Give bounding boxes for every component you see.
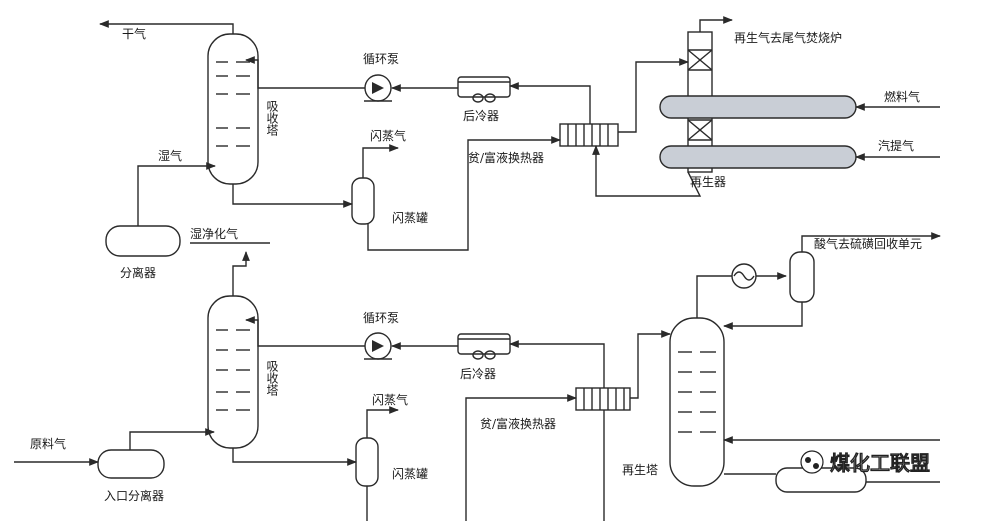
regenerator	[659, 31, 857, 173]
after-cooler-bottom	[457, 333, 511, 360]
stripping-gas-label: 汽提气	[878, 138, 914, 153]
watermark-text: 煤化工联盟	[830, 451, 930, 475]
pump-bottom-label: 循环泵	[363, 311, 399, 325]
wet-clean-gas-label: 湿净化气	[190, 226, 238, 241]
wet-gas-label: 湿气	[158, 148, 182, 163]
flash-tank-bottom	[355, 437, 379, 487]
absorber-bottom	[207, 295, 259, 449]
lean-rich-exchanger-bottom	[575, 387, 631, 411]
regenerator-label: 再生器	[690, 175, 726, 189]
dry-gas-label: 干气	[122, 26, 146, 41]
absorber-top-label: 吸收塔	[265, 100, 279, 137]
circulation-pump-top	[364, 74, 392, 102]
watermark-logo	[800, 450, 824, 474]
regeneration-tower	[669, 317, 725, 487]
absorber-bottom-label: 吸收塔	[265, 360, 279, 397]
flash-tank-top	[351, 177, 375, 225]
flash-tank-bottom-label: 闪蒸罐	[392, 467, 428, 481]
fuel-gas-label: 燃料气	[884, 89, 920, 104]
cooler-bottom-label: 后冷器	[460, 367, 496, 381]
exchanger-top-label: 贫/富液换热器	[468, 150, 544, 165]
feed-gas-label: 原料气	[30, 436, 66, 451]
flash-gas-bottom-label: 闪蒸气	[372, 392, 408, 407]
reflux-drum	[789, 251, 815, 303]
flash-tank-top-label: 闪蒸罐	[392, 211, 428, 225]
inlet-separator	[97, 449, 165, 479]
separator-label: 分离器	[120, 265, 156, 280]
circulation-pump-bottom	[364, 332, 392, 360]
flash-gas-top-label: 闪蒸气	[370, 128, 406, 143]
cooler-top-label: 后冷器	[463, 109, 499, 123]
separator	[105, 225, 181, 257]
regen-out-label: 再生气去尾气焚烧炉	[734, 30, 842, 45]
after-cooler-top	[457, 76, 511, 103]
regen-tower-label: 再生塔	[622, 463, 658, 477]
exchanger-bottom-label: 贫/富液换热器	[480, 416, 556, 431]
pump-top-label: 循环泵	[363, 52, 399, 66]
inlet-separator-label: 入口分离器	[104, 488, 164, 503]
lean-rich-exchanger-top	[559, 123, 619, 147]
acid-gas-label: 酸气去硫磺回收单元	[814, 236, 922, 251]
absorber-top	[207, 33, 259, 185]
condenser	[731, 263, 757, 289]
